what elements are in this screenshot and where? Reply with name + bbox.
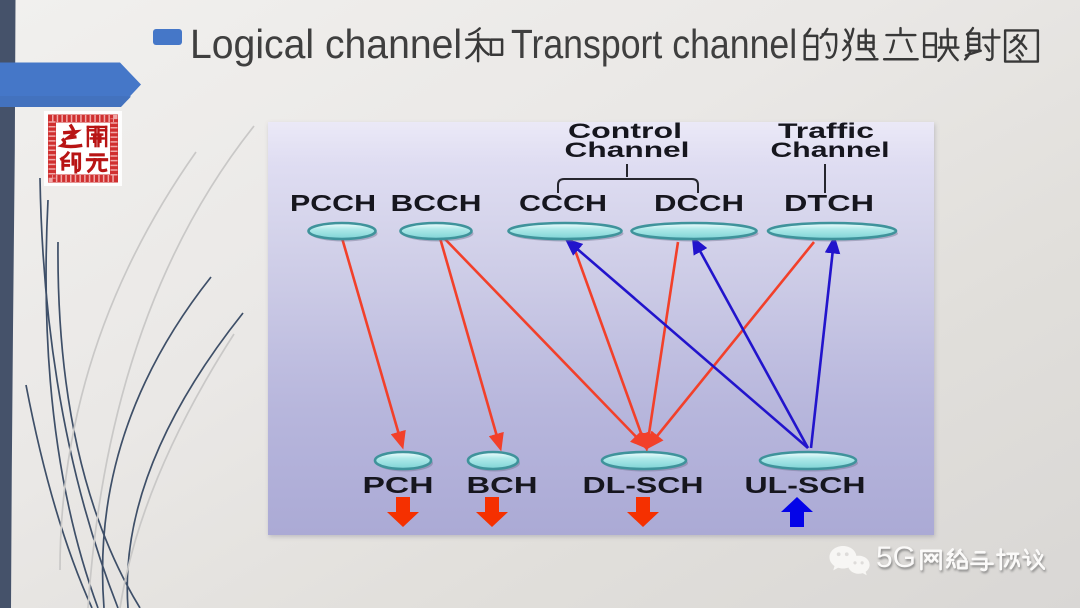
svg-text:CCCH: CCCH xyxy=(519,190,607,216)
svg-text:UL-SCH: UL-SCH xyxy=(745,472,866,498)
svg-text:DL-SCH: DL-SCH xyxy=(583,472,704,498)
svg-text:BCCH: BCCH xyxy=(391,190,482,216)
svg-text:Channel: Channel xyxy=(565,138,690,162)
svg-text:PCCH: PCCH xyxy=(290,190,376,216)
svg-text:DCCH: DCCH xyxy=(654,190,744,216)
svg-text:Channel: Channel xyxy=(771,138,890,162)
svg-text:Control: Control xyxy=(568,122,682,143)
svg-text:BCH: BCH xyxy=(467,472,538,498)
svg-text:PCH: PCH xyxy=(363,472,434,498)
svg-text:DTCH: DTCH xyxy=(784,190,874,216)
svg-text:Traffic: Traffic xyxy=(778,122,874,143)
